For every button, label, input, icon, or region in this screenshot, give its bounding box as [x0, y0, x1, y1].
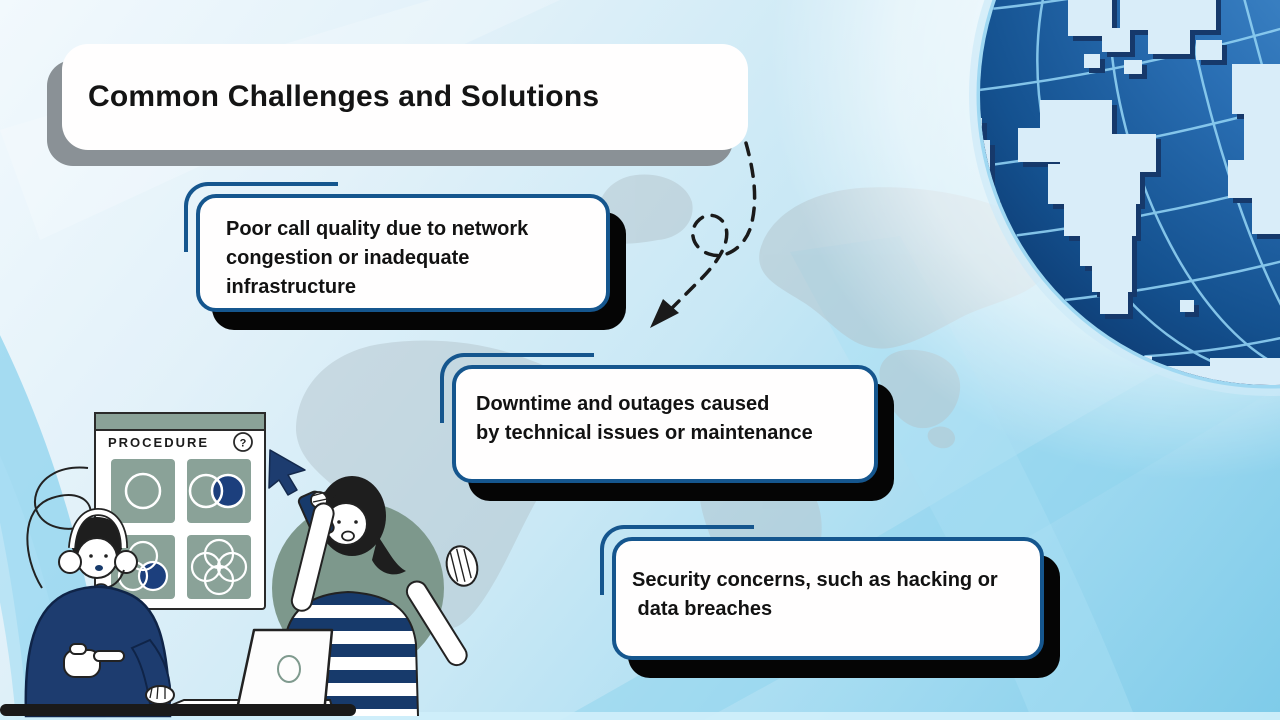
callout-echo-border: [184, 182, 338, 252]
callout-text-line: infrastructure: [226, 276, 357, 298]
globe-illustration: [969, 0, 1280, 396]
callout-text-line: congestion or inadequate: [226, 247, 470, 269]
title-card: Common Challenges and Solutions: [47, 44, 748, 166]
callout-text-line: data breaches: [632, 598, 773, 620]
title-card-box: Common Challenges and Solutions: [62, 44, 748, 150]
callout-text-line: Security concerns, such as hacking or: [632, 569, 998, 591]
venn-tile-1: [124, 472, 162, 510]
callout-text-line: by technical issues or maintenance: [476, 422, 813, 444]
callout-text-line: Downtime and outages caused: [476, 393, 770, 415]
venn-tile-4: [190, 538, 248, 596]
callout-box: Downtime and outages caused by technical…: [452, 365, 878, 483]
callout-echo-border: [440, 353, 594, 423]
caller-illustration: [272, 476, 479, 717]
procedure-chart: PROCEDURE ?: [94, 412, 266, 610]
cursor-icon: [268, 449, 306, 496]
venn-tile-3: [117, 540, 169, 592]
dashed-arrow-icon: [650, 141, 757, 328]
page-title: Common Challenges and Solutions: [88, 80, 600, 113]
callout-security-concerns: Security concerns, such as hacking or da…: [600, 525, 1060, 678]
callout-echo-border: [600, 525, 754, 595]
callout-text-line: Poor call quality due to network: [226, 218, 529, 240]
callout-box: Poor call quality due to network congest…: [196, 194, 610, 312]
callout-poor-call-quality: Poor call quality due to network congest…: [184, 182, 626, 330]
svg-text:?: ?: [240, 438, 247, 450]
laptop-illustration: [149, 628, 336, 716]
help-icon: ?: [233, 432, 253, 452]
venn-tile-2: [188, 473, 246, 509]
desk: [0, 704, 356, 716]
support-agent-illustration: [24, 507, 175, 718]
procedure-title: PROCEDURE: [108, 435, 209, 450]
callout-box: Security concerns, such as hacking or da…: [612, 537, 1044, 660]
pointing-hand: [63, 643, 125, 678]
callout-downtime-outages: Downtime and outages caused by technical…: [440, 353, 894, 501]
